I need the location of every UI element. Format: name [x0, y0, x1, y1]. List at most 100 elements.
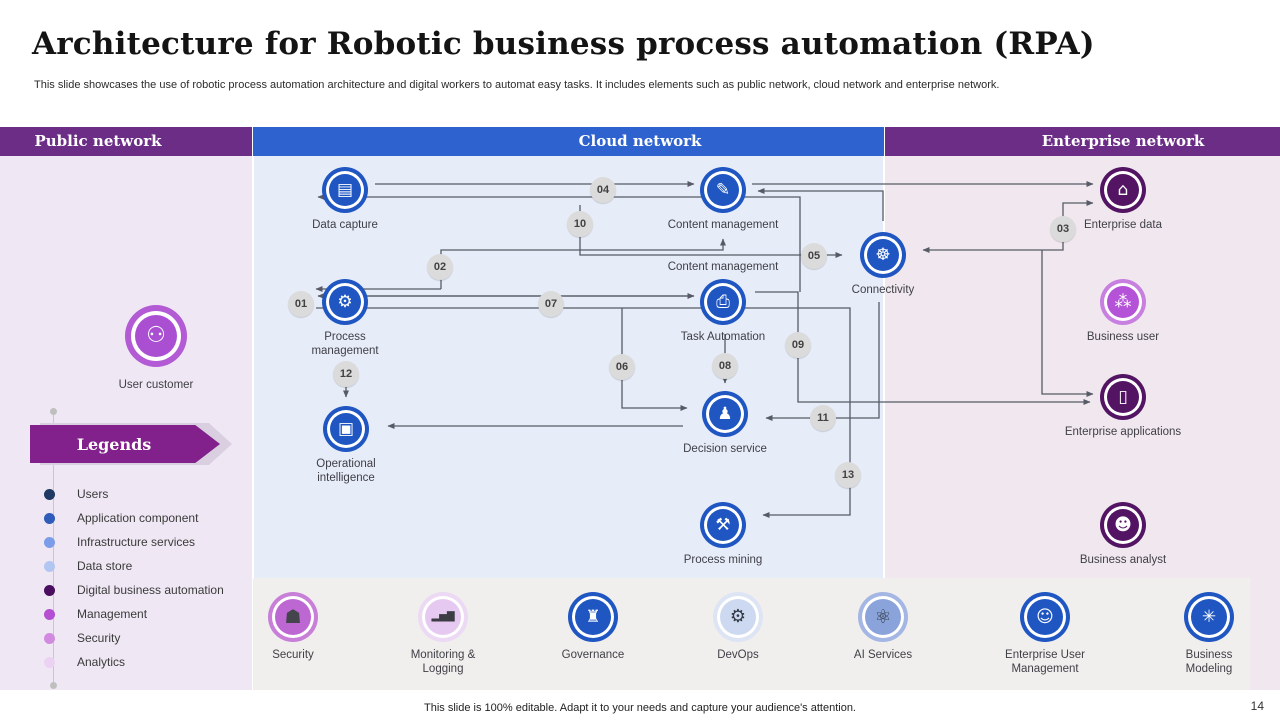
- legend-item-management: Management: [44, 602, 224, 626]
- printer-icon: ⎙: [707, 286, 739, 318]
- monitor-bulb-icon: ▣: [330, 413, 362, 445]
- node-operational-intelligence: ▣ Operational intelligence: [276, 406, 416, 485]
- legend-dot: [44, 632, 55, 644]
- legend-dot: [44, 608, 55, 620]
- legend-item-users: Users: [44, 482, 224, 506]
- badge-03: 03: [1050, 216, 1076, 242]
- gear-document-person-icon: ⚒: [707, 509, 739, 541]
- node-label: Content management: [667, 219, 779, 231]
- service-business-modeling: ✳ Business Modeling: [1139, 591, 1279, 676]
- bar-chart-icon: ▂▅▇: [425, 599, 461, 635]
- node-business-analyst: ☻ Business analyst: [1053, 502, 1193, 568]
- node-label: Business analyst: [1079, 554, 1167, 566]
- node-label: User customer: [118, 379, 194, 391]
- badge-11: 11: [810, 405, 836, 431]
- node-connectivity: ☸ Connectivity: [813, 232, 953, 298]
- service-devops: ⚙ DevOps: [668, 591, 808, 663]
- user-circle-gears-icon: ☺: [1027, 599, 1063, 635]
- page-number: 14: [1250, 699, 1264, 713]
- node-content-management-2: Content management: [667, 261, 779, 273]
- badge-08: 08: [712, 353, 738, 379]
- node-enterprise-applications: ▯ Enterprise applications: [1053, 374, 1193, 440]
- node-decision-service: ♟ Decision service: [655, 391, 795, 457]
- bank-icon: ♜: [575, 599, 611, 635]
- badge-07: 07: [538, 291, 564, 317]
- service-security: ☗ Security: [223, 591, 363, 663]
- legend-spine-line: [53, 412, 54, 686]
- node-label: Operational intelligence: [316, 458, 376, 484]
- gear-person-icon: ⚙: [329, 286, 361, 318]
- monitor-gear-icon: ⚙: [720, 599, 756, 635]
- node-user-customer: ⚇ User customer: [86, 305, 226, 393]
- legend-item-digital-business-automation: Digital business automation: [44, 578, 224, 602]
- org-users-icon: ⁂: [1107, 286, 1139, 318]
- legend-spine-dot-top: [50, 408, 57, 415]
- legend-dot: [44, 488, 55, 500]
- badge-10: 10: [567, 211, 593, 237]
- legend-dot: [44, 560, 55, 572]
- enterprise-network-header-label: Enterprise network: [1041, 132, 1205, 150]
- node-label: Decision service: [683, 443, 767, 455]
- cloud-network-header-label: Cloud network: [578, 132, 702, 150]
- node-business-user: ⁂ Business user: [1053, 279, 1193, 345]
- badge-09: 09: [785, 332, 811, 358]
- badge-01: 01: [288, 291, 314, 317]
- legend-item-security: Security: [44, 626, 224, 650]
- cloud-network-header-bar: [253, 127, 884, 156]
- legend-dot: [44, 512, 55, 524]
- badge-04: 04: [590, 177, 616, 203]
- legend-dot: [44, 536, 55, 548]
- node-label: Connectivity: [851, 284, 915, 296]
- public-network-header-label: Public network: [34, 132, 162, 150]
- enterprise-network-header-bar: [885, 127, 1280, 156]
- bottom-services-strip: [253, 578, 1250, 690]
- clipboard-pencil-icon: ✎: [707, 174, 739, 206]
- service-label: Security: [272, 649, 314, 661]
- node-task-automation: ⎙ Task Automation: [653, 279, 793, 345]
- legend-spine-dot-bottom: [50, 682, 57, 689]
- badge-12: 12: [333, 361, 359, 387]
- page-title: Architecture for Robotic business proces…: [32, 26, 1095, 62]
- node-data-capture: ▤ Data capture: [275, 167, 415, 233]
- footer-note: This slide is 100% editable. Adapt it to…: [424, 702, 856, 714]
- legend-dot: [44, 656, 55, 668]
- legend-banner: Legends: [30, 425, 220, 463]
- person-chat-icon: ☻: [1107, 509, 1139, 541]
- legend-item-application-component: Application component: [44, 506, 224, 530]
- service-label: AI Services: [853, 649, 913, 661]
- legend-item-analytics: Analytics: [44, 650, 224, 674]
- badge-05: 05: [801, 243, 827, 269]
- page-subtitle: This slide showcases the use of robotic …: [34, 79, 1000, 91]
- shield-icon: ☗: [275, 599, 311, 635]
- legend-dot: [44, 584, 55, 596]
- service-label: DevOps: [717, 649, 759, 661]
- legend-item-data-store: Data store: [44, 554, 224, 578]
- node-label: Business user: [1086, 331, 1160, 343]
- users-chat-icon: ⚇: [135, 315, 177, 357]
- node-label: Process management: [311, 331, 379, 357]
- footer: This slide is 100% editable. Adapt it to…: [0, 690, 1280, 720]
- badge-13: 13: [835, 462, 861, 488]
- legend-title: Legends: [76, 434, 152, 454]
- node-label: Process mining: [683, 554, 763, 566]
- service-enterprise-user-management: ☺ Enterprise User Management: [975, 591, 1115, 676]
- service-label: Enterprise User Management: [1005, 649, 1085, 675]
- service-governance: ♜ Governance: [523, 591, 663, 663]
- node-label: Enterprise data: [1084, 219, 1162, 231]
- service-monitoring-logging: ▂▅▇ Monitoring & Logging: [373, 591, 513, 676]
- node-label: Enterprise applications: [1064, 426, 1182, 438]
- network-nodes-icon: ☸: [867, 239, 899, 271]
- database-capture-icon: ▤: [329, 174, 361, 206]
- hub-network-icon: ✳: [1191, 599, 1227, 635]
- node-label: Data capture: [312, 219, 378, 231]
- service-label: Governance: [561, 649, 625, 661]
- service-label: Monitoring & Logging: [410, 649, 476, 675]
- tablet-icon: ▯: [1107, 381, 1139, 413]
- node-label: Task Automation: [680, 331, 766, 343]
- badge-02: 02: [427, 254, 453, 280]
- hand-gear-icon: ⚛: [865, 599, 901, 635]
- legend-item-infrastructure-services: Infrastructure services: [44, 530, 224, 554]
- public-network-header-bar: [0, 127, 252, 156]
- node-enterprise-data: ⌂ Enterprise data: [1053, 167, 1193, 233]
